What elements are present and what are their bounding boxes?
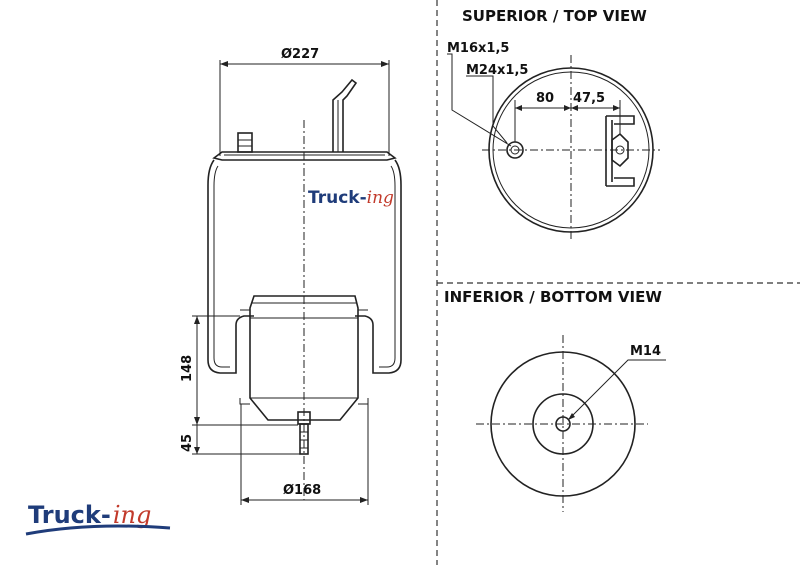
height-148-label: 148 xyxy=(180,355,195,382)
brand-logo: Truck-ing xyxy=(25,501,171,536)
brand-logo-swoosh xyxy=(25,524,171,536)
bellows-outer xyxy=(207,159,402,374)
thread-m16-label: M16x1,5 xyxy=(447,41,509,56)
piston xyxy=(249,295,359,421)
leader-m14 xyxy=(567,359,666,421)
top-plate xyxy=(212,151,397,161)
side-view: Ø227 Truck-ing xyxy=(180,47,402,505)
offset-80-label: 80 xyxy=(536,91,554,106)
leader-m24 xyxy=(466,75,508,144)
thread-m24-label: M24x1,5 xyxy=(466,63,528,78)
bottom-diameter-label: Ø168 xyxy=(283,483,321,498)
bottom-view-header: INFERIOR / BOTTOM VIEW xyxy=(444,288,662,306)
top-view-header: SUPERIOR / TOP VIEW xyxy=(462,7,647,25)
brand-logo-text: Truck-ing xyxy=(28,501,151,529)
top-diameter-label: Ø227 xyxy=(281,47,319,62)
bellows-inner xyxy=(213,165,396,368)
top-stud xyxy=(237,132,253,153)
offset-47-5-label: 47,5 xyxy=(573,91,605,106)
top-bracket xyxy=(332,78,358,152)
thread-m14-label: M14 xyxy=(630,344,661,359)
bottom-view: M14 xyxy=(476,335,666,512)
top-view: 80 47,5 M16x1,5 M24x1,5 xyxy=(447,41,660,240)
leader-m16 xyxy=(447,53,512,147)
body-logo: Truck-ing xyxy=(308,188,394,208)
height-45-label: 45 xyxy=(180,434,195,452)
